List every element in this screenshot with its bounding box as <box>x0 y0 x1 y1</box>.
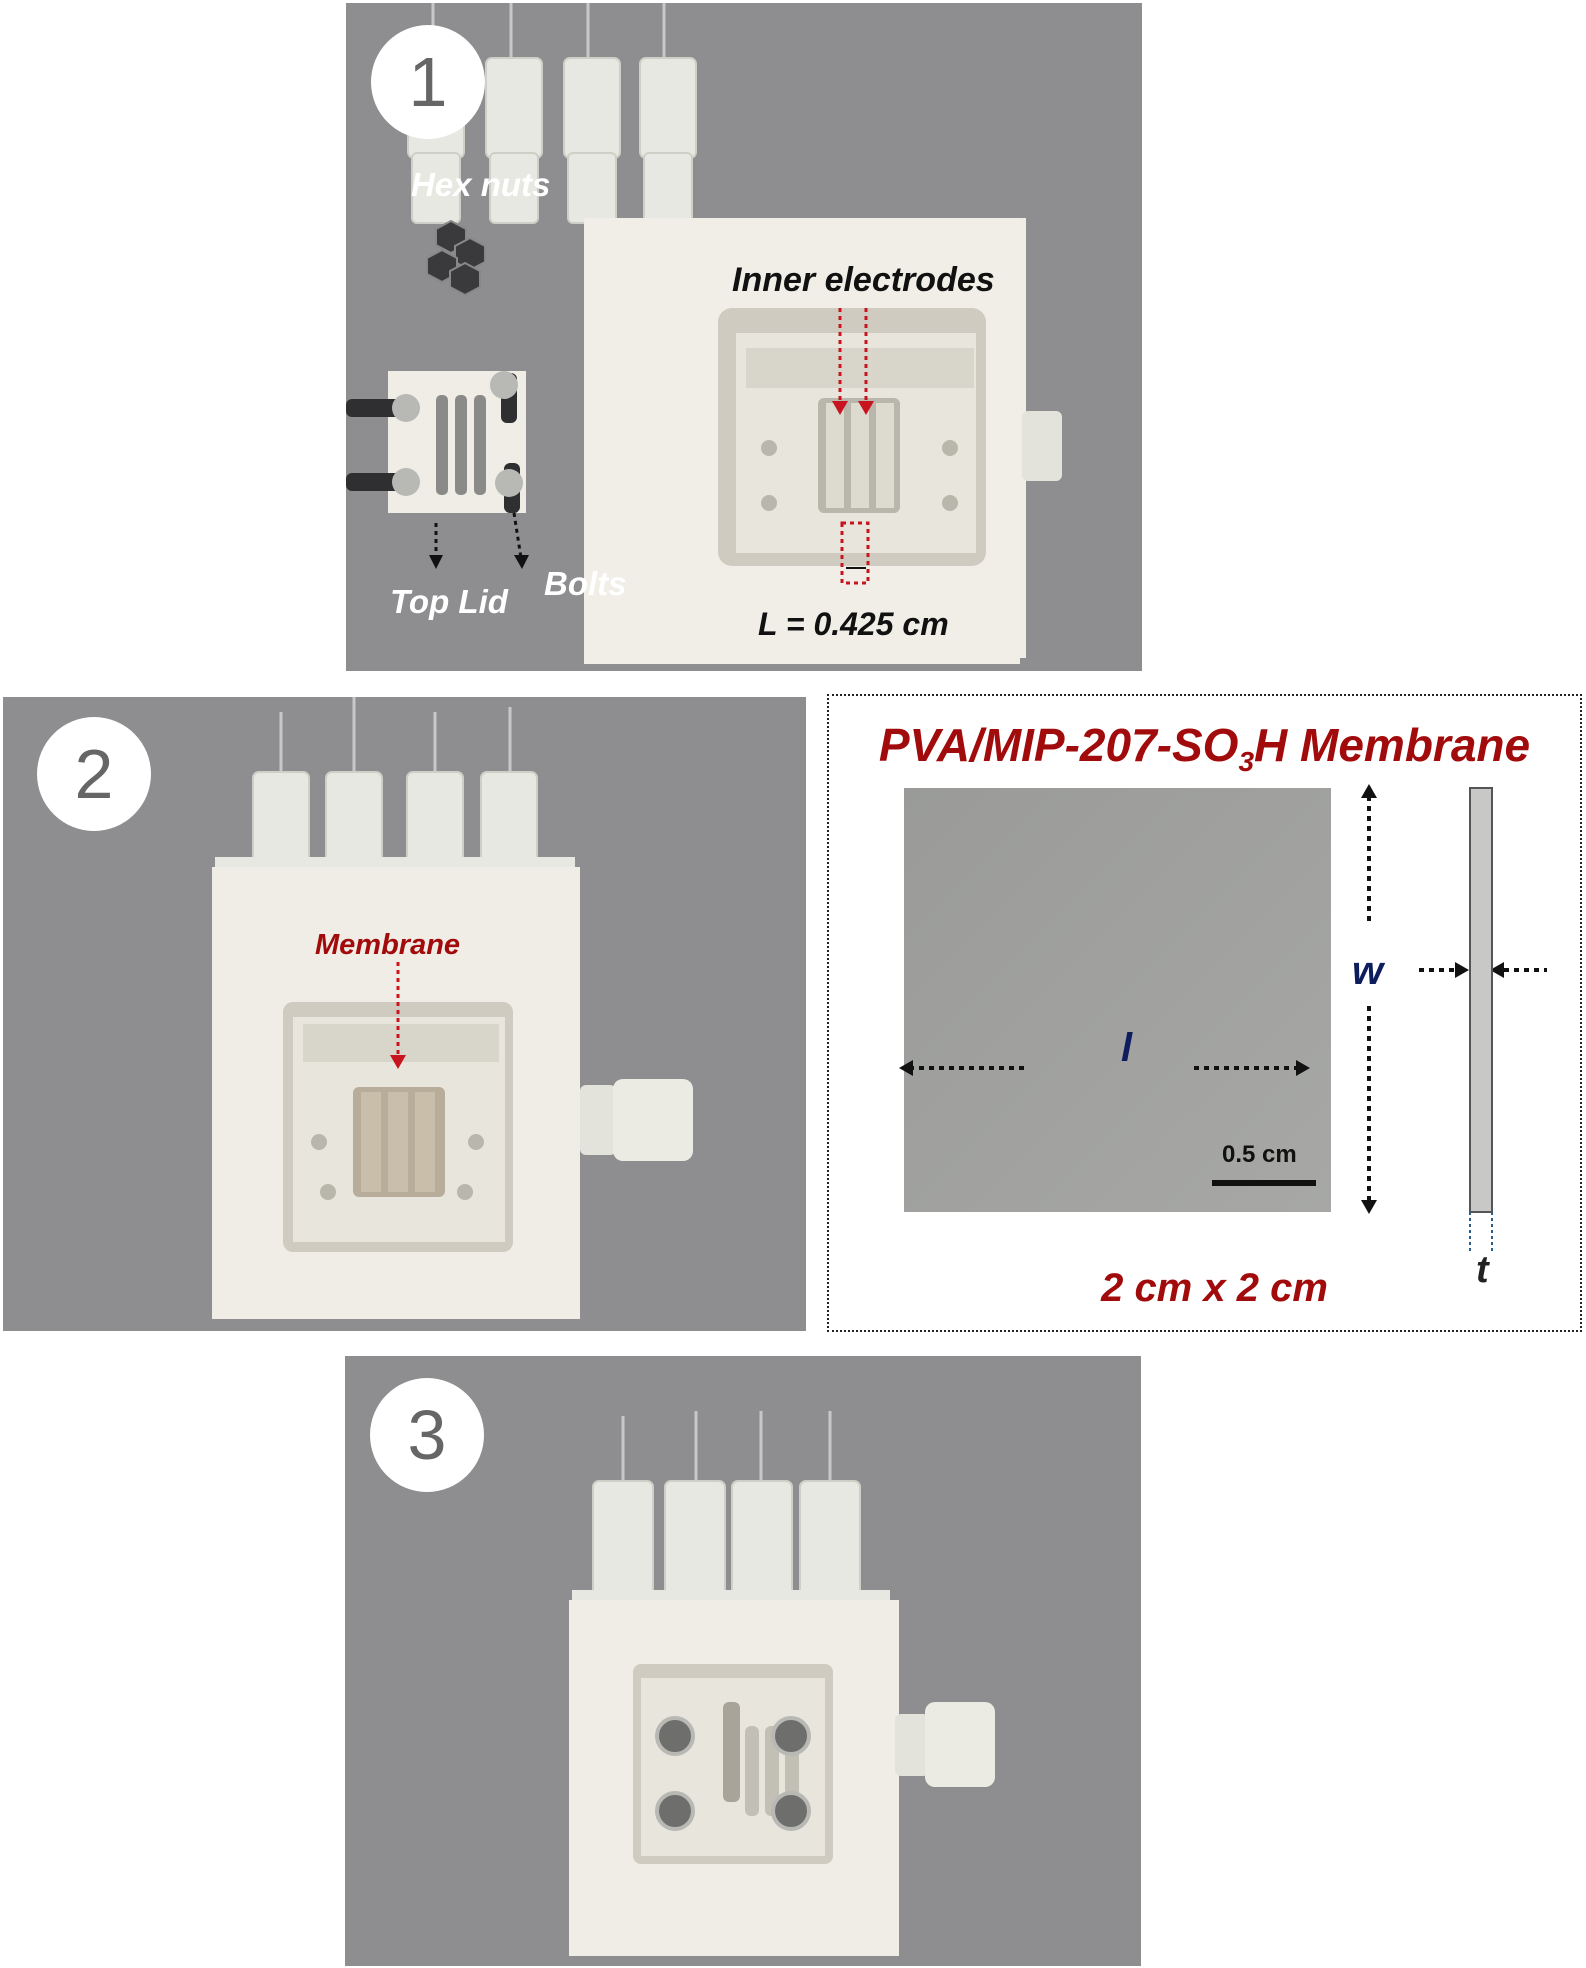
assembled-cell-photo <box>569 1411 995 1956</box>
electrode-gap-label: L = 0.425 cm <box>758 606 949 642</box>
step-3-badge: 3 <box>370 1378 484 1492</box>
bolts-label: Bolts <box>544 565 627 602</box>
photo-panel-membrane-inserted: 2 Membrane <box>3 697 806 1331</box>
membrane-title: PVA/MIP-207-SO3H Membrane <box>878 719 1531 778</box>
thickness-label: t <box>1476 1249 1489 1291</box>
width-label: w <box>1352 949 1384 993</box>
photo-panel-disassembled: 1 Hex nuts Inner electrodes Top Lid Bolt… <box>346 3 1142 671</box>
length-label: l <box>1121 1026 1133 1070</box>
membrane-size-label: 2 cm x 2 cm <box>1101 1266 1328 1310</box>
inner-electrodes-label: Inner electrodes <box>732 261 995 299</box>
membrane-inserted-cell-photo <box>212 697 693 1319</box>
scale-bar-label: 0.5 cm <box>1222 1141 1297 1168</box>
membrane-sample-photo: 0.5 cm <box>904 788 1331 1212</box>
membrane-pointer-label: Membrane <box>315 929 461 961</box>
dimension-arrows <box>899 784 1547 1251</box>
photo-panel-assembled: 3 <box>345 1356 1141 1966</box>
disassembled-cell-photo <box>346 3 1062 664</box>
step-1-badge: 1 <box>371 25 485 139</box>
membrane-specification-card: PVA/MIP-207-SO3H Membrane 0.5 cm <box>827 694 1582 1332</box>
hex-nuts-label: Hex nuts <box>411 166 551 203</box>
top-lid-label: Top Lid <box>390 583 508 620</box>
step-2-badge: 2 <box>37 717 151 831</box>
